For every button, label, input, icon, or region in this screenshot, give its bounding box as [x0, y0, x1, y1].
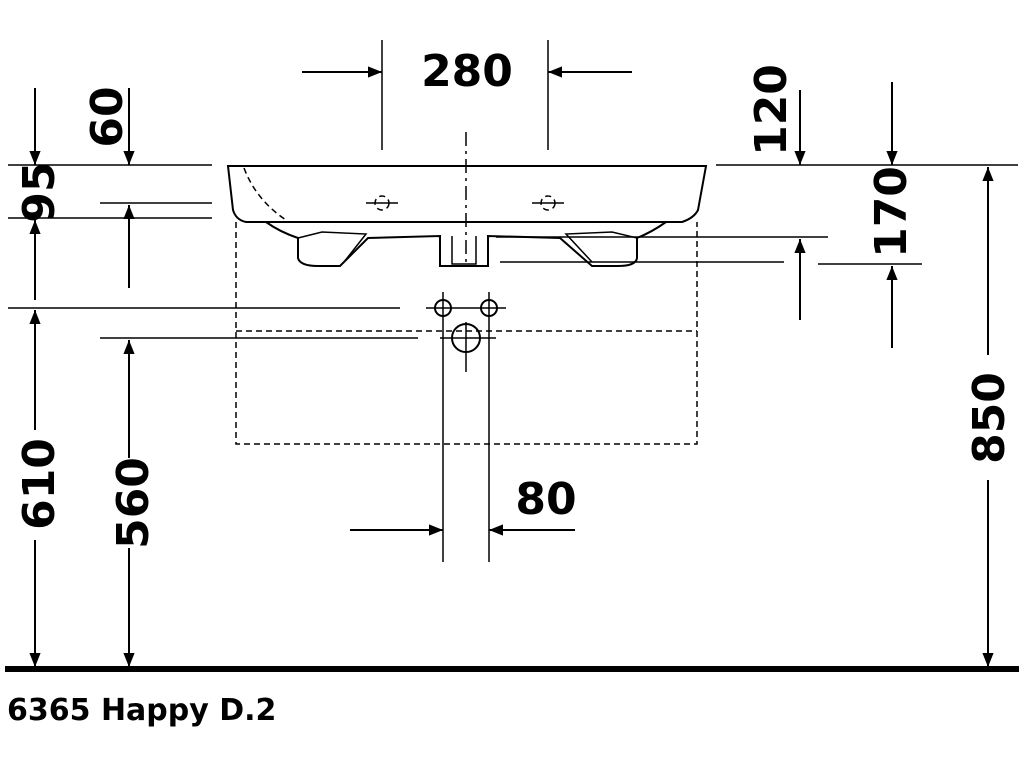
- dimension-supply-spacing: 80: [350, 474, 577, 536]
- dim-label-170: 170: [866, 166, 917, 258]
- dimension-tap-spacing: 280: [302, 40, 632, 150]
- dim-label-95: 95: [14, 161, 65, 222]
- basin-outline: [226, 165, 708, 267]
- dim-label-850: 850: [964, 372, 1015, 464]
- dim-label-80: 80: [515, 474, 576, 525]
- product-caption: 6365 Happy D.2: [7, 693, 276, 728]
- dimension-top-offset-right: 120: [746, 64, 898, 165]
- dimension-supply-height: 610: [8, 307, 400, 667]
- dim-label-560: 560: [108, 457, 159, 549]
- dimension-rim-height: 95: [8, 161, 212, 300]
- dim-label-120: 120: [746, 64, 797, 156]
- dimension-drain-height: 560: [100, 337, 418, 667]
- dim-label-280: 280: [421, 46, 513, 97]
- tap-hole-left-icon: [366, 195, 398, 211]
- dimension-bowl-depth: 170: [496, 166, 922, 348]
- dimension-overall-height: 850: [964, 167, 1015, 667]
- water-supply-connections-icon: [426, 292, 506, 562]
- dim-label-610: 610: [14, 438, 65, 530]
- drain-connection-icon: [440, 322, 496, 372]
- tap-hole-right-icon: [532, 195, 564, 211]
- dimension-top-offset-left: 60: [29, 86, 135, 165]
- dim-label-60: 60: [82, 86, 133, 147]
